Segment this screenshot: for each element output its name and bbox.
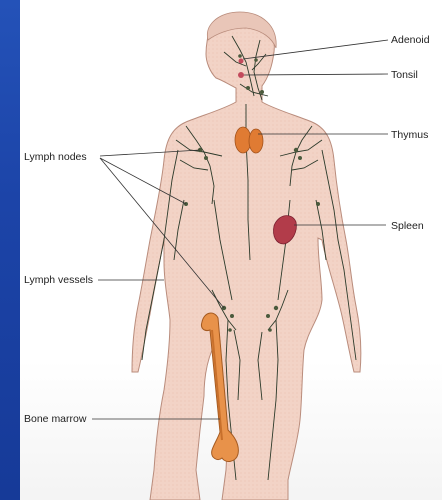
label-spleen: Spleen bbox=[391, 220, 424, 232]
label-bone-marrow: Bone marrow bbox=[24, 413, 87, 425]
label-adenoid: Adenoid bbox=[391, 34, 430, 46]
thymus bbox=[235, 127, 263, 153]
adenoid bbox=[239, 59, 244, 64]
label-lymph-nodes: Lymph nodes bbox=[24, 151, 87, 163]
head bbox=[132, 13, 361, 500]
label-tonsil: Tonsil bbox=[391, 69, 418, 81]
tonsil bbox=[238, 72, 244, 78]
label-thymus: Thymus bbox=[391, 129, 428, 141]
body-silhouette bbox=[132, 12, 361, 500]
label-lymph-vessels: Lymph vessels bbox=[24, 274, 93, 286]
